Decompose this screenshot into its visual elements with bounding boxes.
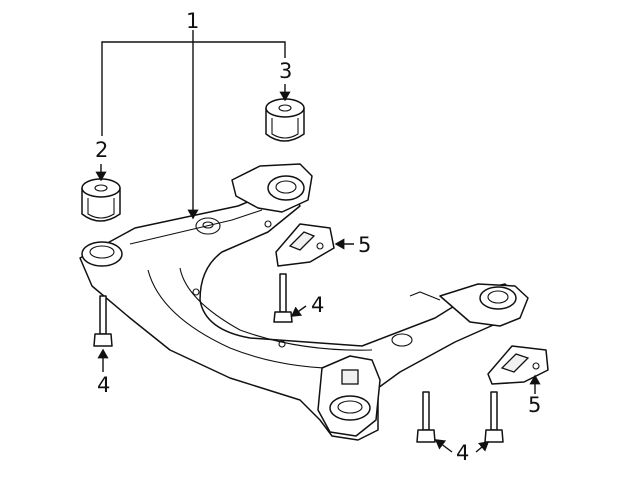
callout-1: 1 xyxy=(186,9,199,33)
bracket-lower xyxy=(487,345,549,385)
callout-3: 3 xyxy=(279,59,292,83)
callout-5-top: 5 xyxy=(358,233,371,257)
callout-2: 2 xyxy=(95,138,108,162)
bolt-mid xyxy=(273,273,293,323)
bolt-bottom-2 xyxy=(484,391,504,443)
callout-4-mid: 4 xyxy=(311,293,324,317)
engine-cradle-crossmember xyxy=(79,163,529,441)
bushing-left xyxy=(81,178,121,222)
bracket-upper xyxy=(275,223,335,267)
leader-lines xyxy=(95,30,541,453)
callout-4-left: 4 xyxy=(97,373,110,397)
bushing-right xyxy=(265,98,305,142)
bolt-left xyxy=(93,295,113,347)
callout-4-bottom: 4 xyxy=(456,441,469,465)
callout-5-right: 5 xyxy=(528,393,541,417)
bolt-bottom-1 xyxy=(416,391,436,443)
